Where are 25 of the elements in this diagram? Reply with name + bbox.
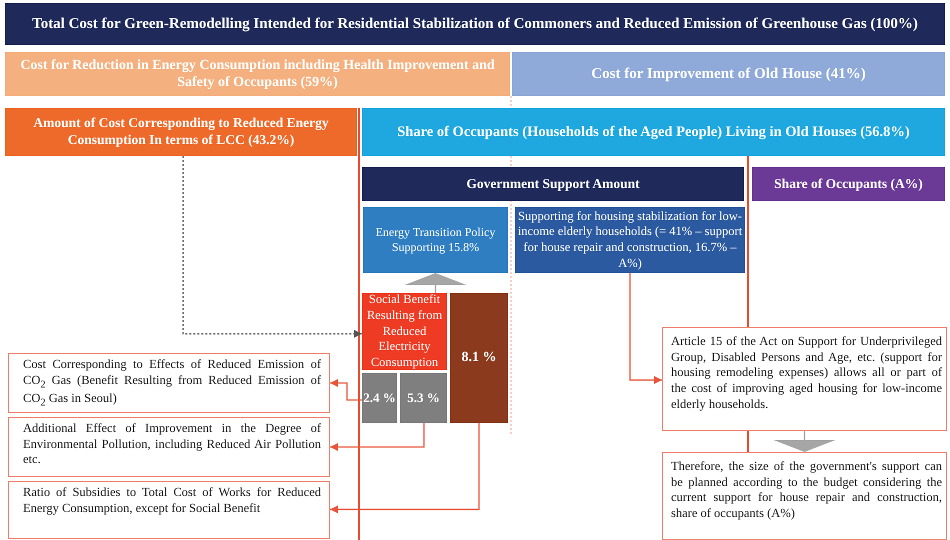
arrow — [629, 273, 662, 384]
note-box: Article 15 of the Act on Support for Underprivileged Group, Disabled Persons and Age, etc. (support for housing remodeling expenses) allows all or part of the cost of improving aged housing for low-income elderly households. — [662, 327, 947, 431]
note-box: Ratio of Subsidies to Total Cost of Works for Reduced Energy Consumption, except for Social Benefit — [8, 481, 330, 539]
total-cost-bar: Total Cost for Green-Remodelling Intended for Residential Stabilization of Commoners and Reduced Emission of Greenhouse Gas (100%) — [5, 3, 945, 45]
cost-share-bar: Amount of Cost Corresponding to Reduced Energy Consumption In terms of LCC (43.2%) — [5, 108, 357, 156]
header-bar: Government Support Amount — [362, 167, 744, 201]
benefit-box: Social Benefit Resulting from Reduced Electricity Consumption — [362, 293, 447, 370]
percentage-box: 2.4 % — [362, 373, 397, 423]
support-box: Supporting for housing stabilization for low-income elderly households (= 41% – support for house repair and construction, 16.7% – A%) — [515, 207, 745, 273]
cost-share-bar: Cost for Reduction in Energy Consumption including Health Improvement and Safety of Occupants (59%) — [5, 52, 510, 96]
percentage-bar: 8.1 % — [450, 293, 508, 423]
arrow — [330, 423, 425, 451]
note-box: Additional Effect of Improvement in the Degree of Environmental Pollution, including Reduced Air Pollution etc. — [8, 417, 330, 477]
cost-share-bar: Cost for Improvement of Old House (41%) — [512, 52, 945, 96]
support-box: Energy Transition Policy Supporting 15.8% — [363, 207, 508, 273]
dashed-arrow — [182, 156, 362, 338]
chevron-arrow — [404, 273, 466, 293]
arrow — [330, 379, 362, 401]
note-box: Cost Corresponding to Effects of Reduced Emission of CO$_{2}$ Gas (Benefit Resulting from Reduced Emission of CO$_{2}$ Gas in Seoul) — [8, 353, 330, 413]
chevron-arrow — [774, 431, 836, 452]
cost-share-bar: Share of Occupants (Households of the Aged People) Living in Old Houses (56.8%) — [362, 108, 945, 156]
percentage-box: 5.3 % — [400, 373, 447, 423]
arrow — [330, 423, 480, 514]
header-bar: Share of Occupants (A%) — [752, 167, 945, 201]
note-box: Therefore, the size of the government's support can be planned according to the budget considering the current support for house repair and construction, share of occupants (A%) — [662, 452, 947, 540]
